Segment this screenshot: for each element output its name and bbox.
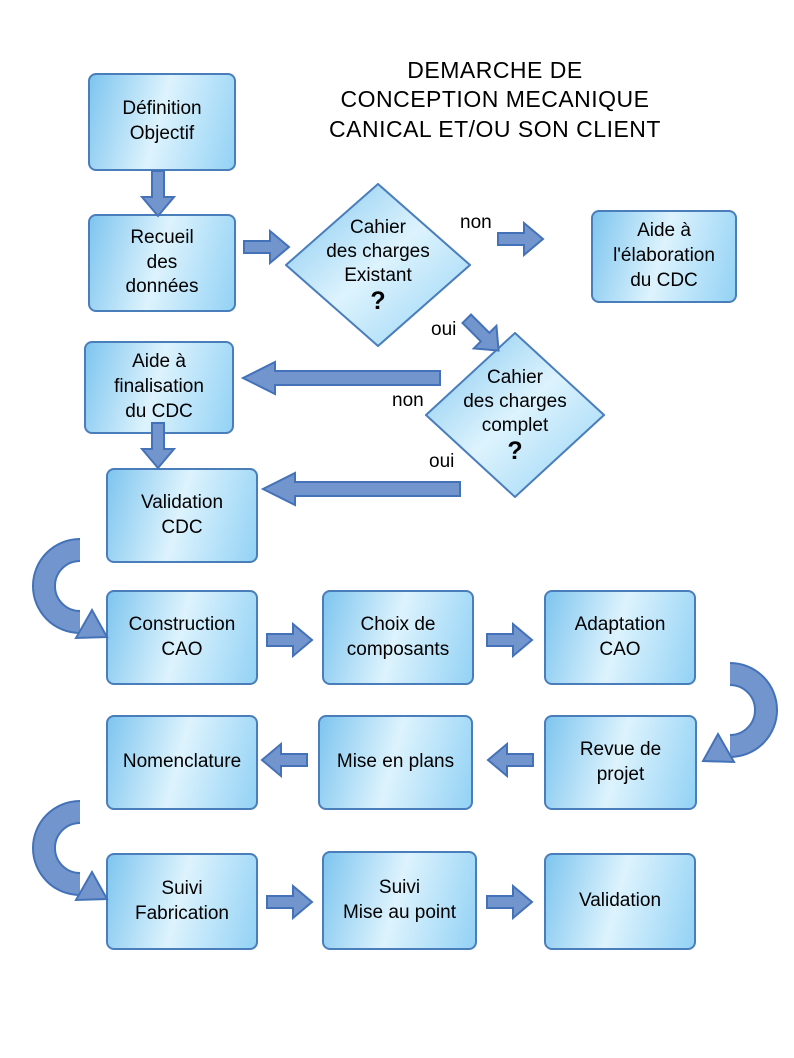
page-title: DEMARCHE DE CONCEPTION MECANIQUE CANICAL…: [329, 57, 661, 142]
node-definition-objectif: Définition Objectif: [88, 73, 236, 171]
arrow-right-icon: [266, 621, 314, 659]
arrow-right-icon: [497, 220, 545, 258]
node-label: Revue de projet: [579, 738, 662, 785]
curved-arrow-left-icon: [32, 800, 109, 902]
node-label: Recueil des données: [125, 226, 199, 298]
arrow-left-icon: [260, 471, 461, 507]
edge-label-oui: oui: [431, 319, 457, 340]
node-label: Suivi Mise au point: [342, 876, 456, 923]
edge-label-non: non: [460, 212, 492, 233]
arrow-left-icon: [260, 741, 308, 779]
node-suivi-mise-au-point: Suivi Mise au point: [322, 851, 477, 950]
edge-choix-to-adaptation: [486, 621, 534, 659]
arrow-right-icon: [266, 883, 314, 921]
node-nomenclature: Nomenclature: [106, 715, 258, 810]
arrow-down-icon: [139, 170, 177, 218]
edge-complet-oui-to-validation-cdc: [260, 471, 462, 507]
curved-arrow-left-icon: [32, 538, 109, 640]
arrow-right-icon: [243, 228, 291, 266]
node-label: Validation: [578, 890, 662, 912]
edge-construction-to-choix: [266, 621, 314, 659]
decision-label: Cahier des charges complet: [463, 367, 567, 436]
node-label: Suivi Fabrication: [135, 877, 229, 924]
node-adaptation-cao: Adaptation CAO: [544, 590, 696, 685]
node-label: Mise en plans: [336, 751, 455, 773]
arrow-down-icon: [139, 422, 177, 470]
question-mark: ?: [370, 286, 386, 315]
node-aide-finalisation-cdc: Aide à finalisation du CDC: [84, 341, 234, 434]
question-mark: ?: [507, 436, 523, 465]
edge-fabrication-to-mise-au-point: [266, 883, 314, 921]
node-label: Construction CAO: [128, 613, 236, 660]
node-label: Nomenclature: [122, 751, 242, 773]
edge-mise-au-point-to-validation: [486, 883, 534, 921]
node-validation-cdc: Validation CDC: [106, 468, 258, 563]
node-suivi-fabrication: Suivi Fabrication: [106, 853, 258, 950]
node-label: Choix de composants: [346, 613, 450, 660]
arrow-left-icon: [486, 741, 534, 779]
node-label: Validation CDC: [140, 491, 224, 538]
edge-existant-oui-to-complet: [459, 313, 507, 353]
node-choix-composants: Choix de composants: [322, 590, 474, 685]
diamond-shape: [425, 332, 605, 498]
edge-recueil-to-existant: [243, 228, 291, 266]
edge-label-non: non: [392, 390, 424, 411]
edge-mise-en-plans-to-nomenclature: [260, 741, 308, 779]
arrow-right-icon: [486, 621, 534, 659]
edge-definition-to-recueil: [134, 170, 182, 218]
arrow-down-right-icon: [461, 313, 500, 352]
decision-label: Cahier des charges Existant: [326, 217, 430, 286]
edge-validation-cdc-to-construction: [30, 538, 110, 646]
decision-cahier-existant: Cahier des charges Existant ?: [285, 183, 471, 347]
node-recueil-donnees: Recueil des données: [88, 214, 236, 312]
edge-label-oui: oui: [429, 451, 455, 472]
node-mise-en-plans: Mise en plans: [318, 715, 473, 810]
edge-aide-finalisation-to-validation-cdc: [134, 422, 182, 470]
arrow-right-icon: [486, 883, 534, 921]
edge-revue-to-mise-en-plans: [486, 741, 534, 779]
edge-existant-non-to-aide-elaboration: [497, 220, 545, 258]
edge-complet-non-to-aide-finalisation: [240, 360, 442, 396]
arrow-left-icon: [240, 360, 441, 396]
node-construction-cao: Construction CAO: [106, 590, 258, 685]
node-label: Adaptation CAO: [574, 613, 666, 660]
node-validation: Validation: [544, 853, 696, 950]
node-label: Aide à l'élaboration du CDC: [613, 220, 715, 291]
decision-cahier-complet: Cahier des charges complet ?: [425, 332, 605, 498]
curved-arrow-right-icon: [701, 662, 778, 764]
node-label: Aide à finalisation du CDC: [114, 351, 204, 422]
edge-nomenclature-to-fabrication: [30, 800, 110, 908]
diamond-shape: [285, 183, 471, 347]
edge-adaptation-to-revue: [700, 662, 780, 770]
node-revue-projet: Revue de projet: [544, 715, 697, 810]
node-aide-elaboration-cdc: Aide à l'élaboration du CDC: [591, 210, 737, 303]
node-label: Définition Objectif: [122, 98, 202, 144]
